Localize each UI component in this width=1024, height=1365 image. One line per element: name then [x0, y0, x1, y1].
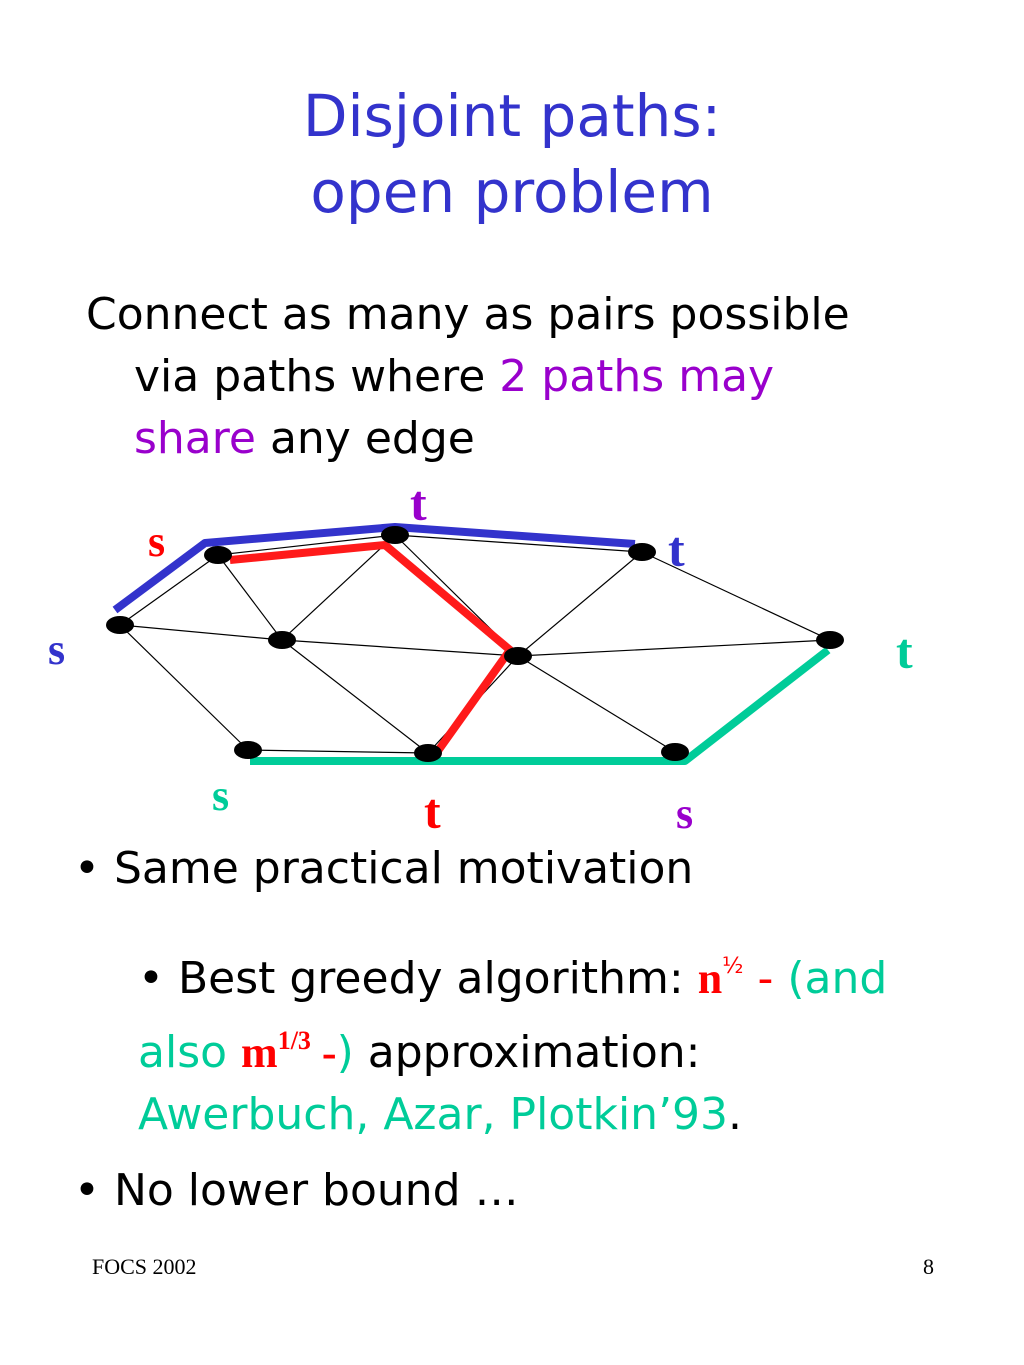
bullet-dot: • [138, 953, 178, 1004]
sub-dash: - [743, 953, 788, 1004]
graph-edge [119, 624, 249, 751]
footer-page-number: 8 [923, 1254, 934, 1279]
graph-edge [281, 639, 519, 657]
intro-line-2-text: via paths where [134, 351, 500, 402]
graph-nodes [106, 526, 844, 762]
graph-diagram: s s s s t t t t [48, 475, 913, 839]
title-line-1: Disjoint paths: [302, 82, 722, 150]
graph-edge [517, 639, 831, 657]
graph-node [816, 631, 844, 649]
graph-edge [247, 749, 429, 754]
bullet-dot: • [74, 843, 114, 894]
graph-node [504, 647, 532, 665]
graph-node [268, 631, 296, 649]
sub-line-2: also m1/3 -) approximation: [138, 1010, 1018, 1084]
intro-line-3-text: any edge [255, 413, 475, 464]
graph-edge [119, 554, 219, 626]
intro-line-2: via paths where 2 paths may [86, 346, 986, 408]
bullet-dot: • [74, 1165, 114, 1216]
sub-m: m [241, 1028, 278, 1077]
intro-highlight-paths: 2 paths may [499, 351, 775, 402]
red-path [229, 541, 514, 758]
graph-node [661, 743, 689, 761]
sub-half: ½ [722, 954, 744, 979]
sub-bullet-greedy: • Best greedy algorithm: n½ - (and also … [138, 936, 1018, 1146]
sub-line-1: • Best greedy algorithm: n½ - (and [138, 936, 1018, 1010]
intro-highlight-share: share [134, 413, 256, 464]
blue-path [112, 523, 636, 614]
graph-edge [217, 534, 396, 556]
title-line-2: open problem [310, 158, 714, 226]
label-t-red: t [424, 783, 441, 839]
label-s-blue: s [48, 625, 65, 674]
label-s-red: s [148, 517, 165, 566]
graph-node [106, 616, 134, 634]
label-s-green: s [212, 771, 229, 820]
sub-period: . [728, 1089, 743, 1140]
label-t-green: t [896, 623, 913, 679]
sub-text-a: Best greedy algorithm: [177, 953, 698, 1004]
intro-text: Connect as many as pairs possible via pa… [86, 284, 986, 470]
sub-citation: Awerbuch, Azar, Plotkin’93 [138, 1089, 729, 1140]
graph-edge [217, 554, 283, 641]
intro-line-1: Connect as many as pairs possible [86, 289, 850, 340]
label-s-purple: s [676, 789, 693, 838]
sub-and: (and [787, 953, 888, 1004]
graph-edge [281, 534, 396, 641]
bullet-motivation-text: Same practical motivation [113, 843, 694, 894]
footer-conference: FOCS 2002 [92, 1254, 197, 1279]
green-path [250, 646, 831, 765]
bullet-lower-bound: • No lower bound … [74, 1160, 519, 1222]
sub-approx: approximation: [353, 1027, 701, 1078]
graph-edge [517, 551, 643, 657]
intro-line-3: share any edge [86, 408, 986, 470]
slide-title: Disjoint paths: open problem [0, 78, 1024, 230]
graph-node [204, 546, 232, 564]
sub-line-3: Awerbuch, Azar, Plotkin’93. [138, 1084, 1018, 1146]
sub-n: n [697, 954, 723, 1003]
graph-edge [119, 624, 283, 641]
graph-edge [281, 639, 429, 754]
graph-node [381, 526, 409, 544]
graph-edge [517, 655, 676, 753]
graph-edge [394, 534, 643, 553]
graph-node [234, 741, 262, 759]
graph-edges [119, 534, 831, 754]
graph-node [414, 744, 442, 762]
label-t-blue: t [668, 521, 685, 577]
graph-node [628, 543, 656, 561]
bullet-lower-bound-text: No lower bound … [113, 1165, 519, 1216]
bullet-motivation: • Same practical motivation [74, 838, 693, 900]
sub-dash-2: - [310, 1028, 337, 1077]
sub-third: 1/3 [277, 1026, 311, 1055]
label-t-purple: t [410, 475, 427, 531]
graph-edge [641, 551, 831, 641]
sub-paren: ) [336, 1027, 354, 1078]
sub-also: also [138, 1027, 242, 1078]
